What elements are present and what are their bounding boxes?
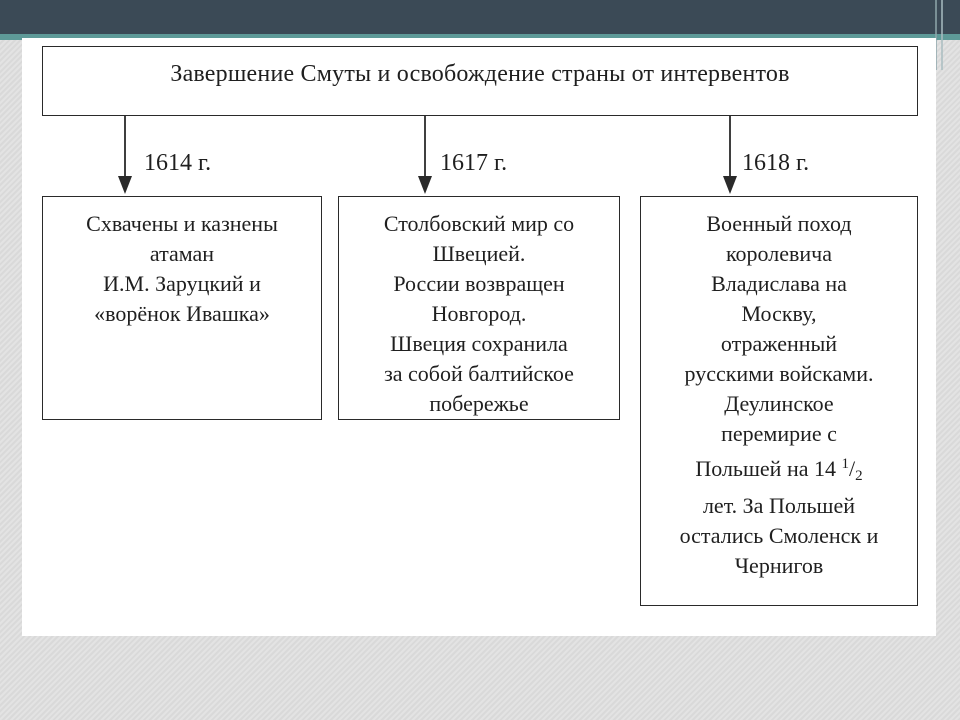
event-text-line: Новгород.	[431, 301, 527, 326]
fraction-numerator: 1	[841, 456, 850, 472]
event-text-line: русскими войсками.	[684, 361, 874, 386]
event-text-line: Швеция сохранила	[390, 331, 568, 356]
event-text-line-fraction: Польшей на 14 1/2	[647, 449, 911, 491]
fraction-line-prefix: Польшей на 14	[695, 456, 842, 481]
event-text-line: атаман	[149, 241, 215, 266]
year-label-1618: 1618 г.	[742, 150, 810, 176]
event-text-line: королевича	[725, 241, 832, 266]
event-box-1614: Схвачены и казнены атаман И.М. Заруцкий …	[42, 196, 322, 420]
event-text-line: Чернигов	[734, 553, 824, 578]
event-text-line: за собой балтийское	[384, 361, 574, 386]
year-label-1617: 1617 г.	[440, 150, 508, 176]
slide-top-bar	[0, 0, 960, 34]
event-text-line: «ворёнок Ивашка»	[94, 301, 270, 326]
diagram-title: Завершение Смуты и освобождение страны о…	[170, 61, 790, 88]
fraction-denominator: 2	[855, 468, 863, 484]
event-text-line: лет. За Польшей	[702, 493, 856, 518]
diagram-arrows	[118, 116, 737, 194]
event-box-1618: Военный поход королевича Владислава на М…	[640, 196, 918, 606]
arrow-head-1617	[418, 176, 432, 194]
event-text-line: Швецией.	[432, 241, 526, 266]
event-text-line: перемирие с	[721, 421, 837, 446]
event-box-1617: Столбовский мир со Швецией. России возвр…	[338, 196, 620, 420]
event-text-line: Столбовский мир со	[383, 211, 575, 236]
event-text-line: остались Смоленск и	[679, 523, 879, 548]
event-text-line: Военный поход	[706, 211, 852, 236]
year-label-1614: 1614 г.	[144, 150, 212, 176]
event-text-line: И.М. Заруцкий и	[103, 271, 261, 296]
diagram-title-box: Завершение Смуты и освобождение страны о…	[42, 46, 918, 116]
event-text-line: Схвачены и казнены	[86, 211, 278, 236]
event-text-line: отраженный	[720, 331, 838, 356]
event-text-line: Деулинское	[724, 391, 834, 416]
slide-accent-stripe	[0, 34, 960, 40]
event-text-line: побережье	[429, 391, 529, 416]
event-text-line: России возвращен	[393, 271, 565, 296]
event-text-line: Москву,	[741, 301, 817, 326]
arrow-head-1614	[118, 176, 132, 194]
event-text-line: Владислава на	[711, 271, 847, 296]
arrow-head-1618	[723, 176, 737, 194]
diagram-panel: Завершение Смуты и освобождение страны о…	[22, 38, 936, 636]
fraction-slash: /	[849, 456, 856, 481]
slide-corner-decoration	[935, 0, 943, 70]
